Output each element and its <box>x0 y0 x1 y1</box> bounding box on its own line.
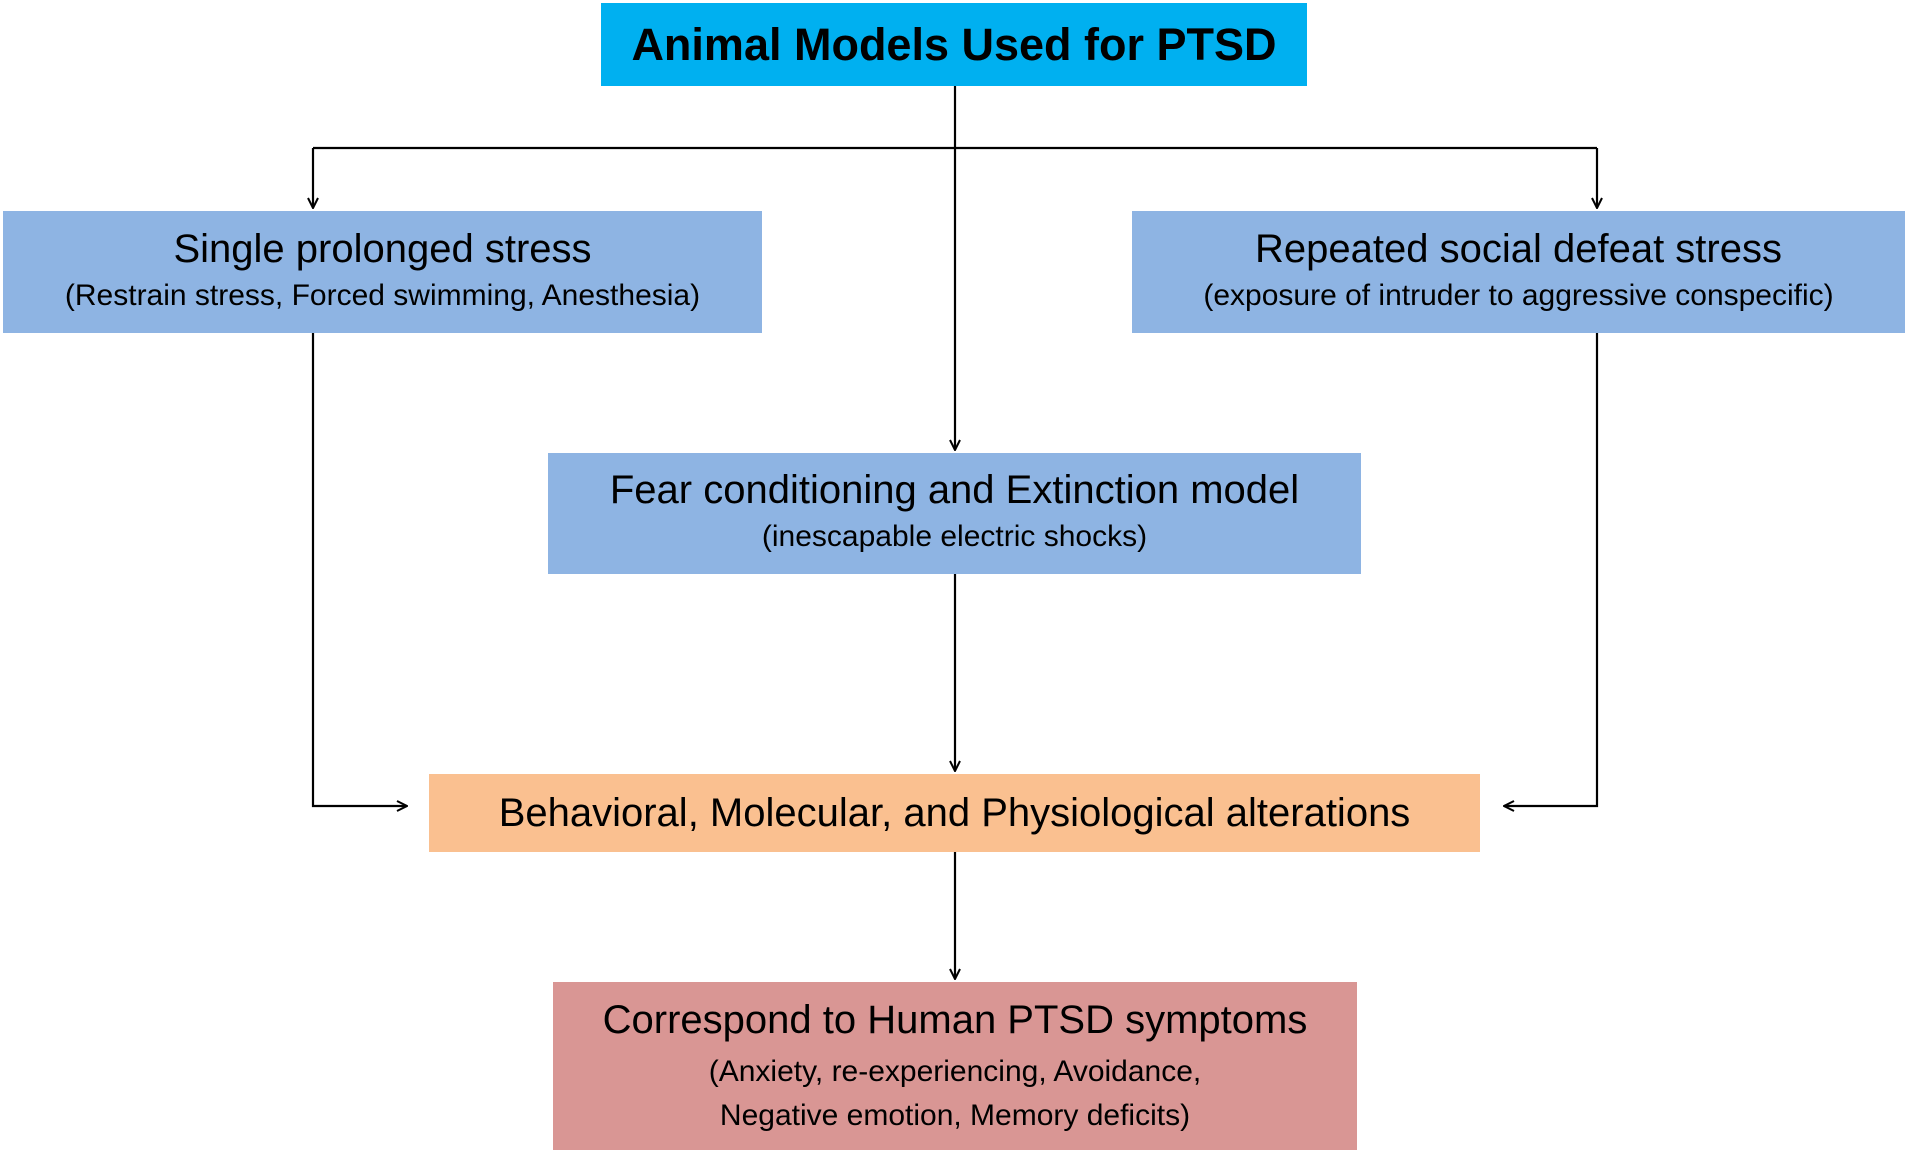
arrow-social-to-alterations <box>1504 333 1599 806</box>
human-symptoms-detail: (Anxiety, re-experiencing, Avoidance, Ne… <box>709 1050 1202 1137</box>
fear-conditioning-label: Fear conditioning and Extinction model <box>609 468 1300 512</box>
social-defeat-stress-detail: (exposure of intruder to aggressive cons… <box>1203 279 1834 312</box>
alterations-box: Behavioral, Molecular, and Physiological… <box>429 774 1480 852</box>
single-prolonged-stress-box: Single prolonged stress (Restrain stress… <box>3 211 762 333</box>
human-symptoms-detail-line-2: Negative emotion, Memory deficits) <box>719 1098 1191 1132</box>
alterations-label: Behavioral, Molecular, and Physiological… <box>498 791 1411 835</box>
human-symptoms-detail-line-1: (Anxiety, re-experiencing, Avoidance, <box>708 1055 1202 1088</box>
human-symptoms-box: Correspond to Human PTSD symptoms (Anxie… <box>553 982 1357 1150</box>
single-prolonged-stress-detail: (Restrain stress, Forced swimming, Anest… <box>64 279 701 312</box>
human-symptoms-label: Correspond to Human PTSD symptoms <box>602 998 1308 1042</box>
social-defeat-stress-box: Repeated social defeat stress (exposure … <box>1132 211 1905 333</box>
fear-conditioning-detail: (inescapable electric shocks) <box>761 520 1148 553</box>
social-defeat-stress-label: Repeated social defeat stress <box>1255 227 1782 271</box>
fear-conditioning-box: Fear conditioning and Extinction model (… <box>548 453 1361 574</box>
arrow-single-to-alterations <box>311 333 407 806</box>
diagram-title: Animal Models Used for PTSD <box>631 18 1277 70</box>
single-prolonged-stress-label: Single prolonged stress <box>173 227 592 271</box>
title-box: Animal Models Used for PTSD <box>601 3 1307 86</box>
